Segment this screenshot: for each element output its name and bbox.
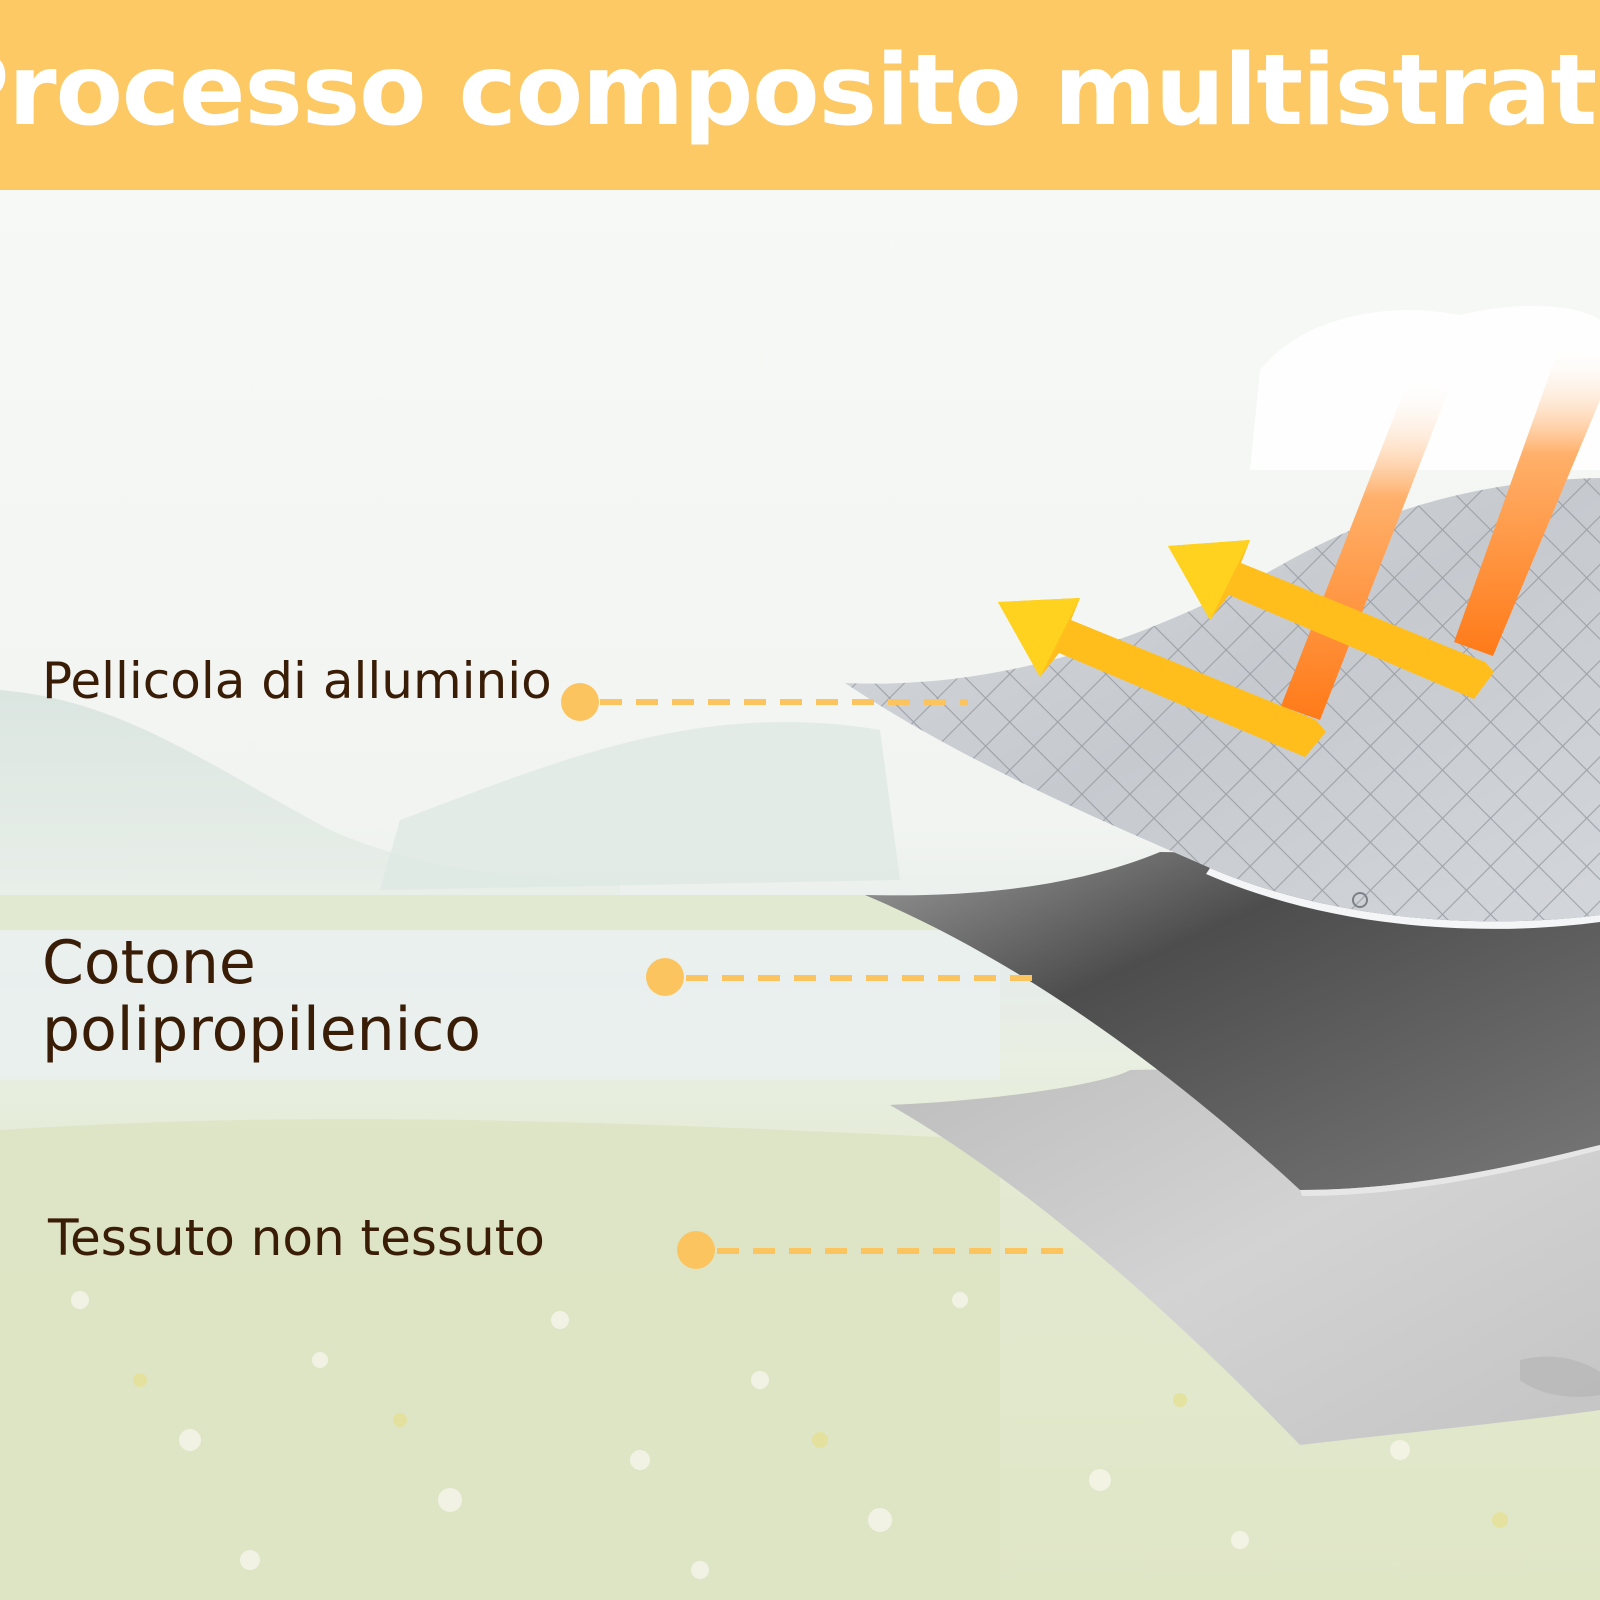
callout-dot-nonwoven [677,1231,715,1269]
reflected-arrow-2-head [1168,540,1250,620]
foil-edge-highlight [1206,868,1600,929]
page-title: Processo composito multistrato [0,34,1600,148]
label-cotton: Cotone polipropilenico [42,928,482,1066]
callout-nonwoven [677,1231,1076,1269]
meadow-flowers [71,1291,1410,1579]
nonwoven-fold [1520,1356,1600,1397]
title-banner: Processo composito multistrato [0,0,1600,190]
label-cotton-line2: polipropilenico [42,995,482,1066]
mountain-center [380,722,900,890]
meadow [0,1119,1000,1600]
layer-cotton [865,852,1600,1190]
cotton-edge-highlight [1300,1145,1600,1196]
label-nonwoven: Tessuto non tessuto [48,1209,545,1267]
callout-foil [561,683,968,721]
meadow-yellow-flowers [133,1373,1508,1528]
callout-dot-foil [561,683,599,721]
reflected-arrow-1 [998,598,1326,757]
shoreline [0,895,1000,931]
mountain-left [0,690,620,900]
callout-dot-cotton [646,958,684,996]
reflected-arrow-2 [1168,540,1494,699]
foil-grommet [1352,892,1368,908]
reflected-arrow-1-head [998,598,1080,677]
heat-ray-2 [1454,345,1600,656]
lake [0,930,1000,1080]
label-cotton-line1: Cotone [42,928,256,998]
callout-cotton [646,958,1046,996]
reflected-heat-arrows-icon [998,345,1600,757]
label-aluminium-foil: Pellicola di alluminio [42,652,552,710]
